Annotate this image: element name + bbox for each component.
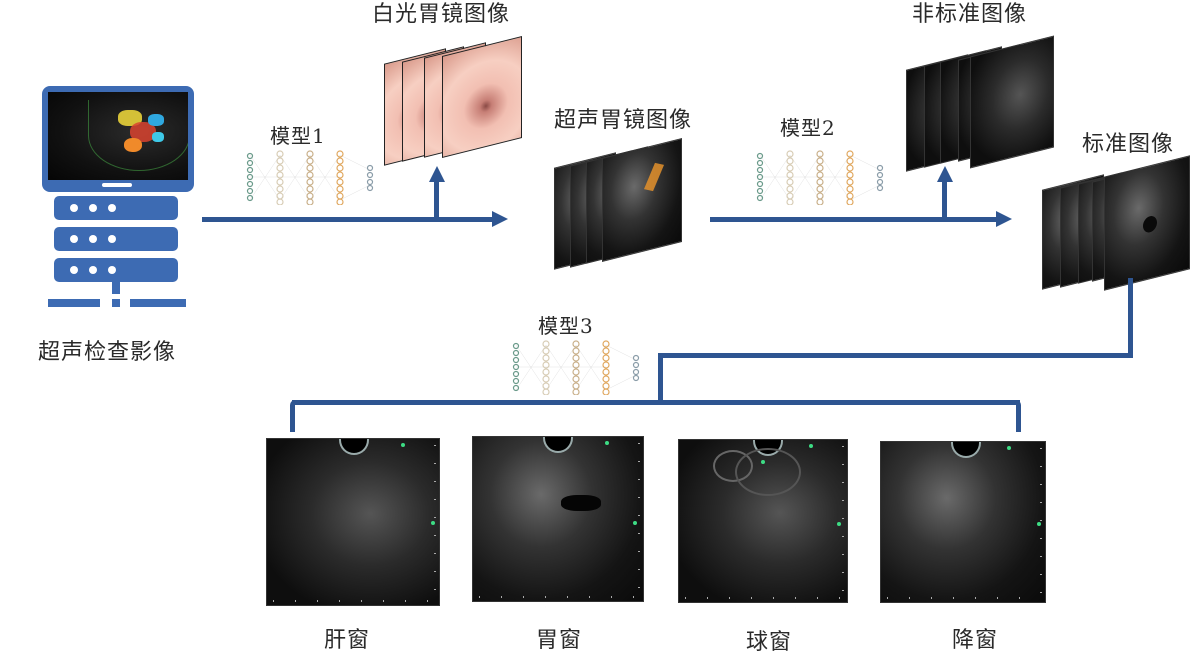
server-unit [54,196,178,220]
marker-dot [809,444,813,448]
flow-arrow-1 [202,217,494,222]
ultrasound-image [1104,155,1190,291]
eus-label: 超声胃镜图像 [554,108,693,133]
window-label-bulb: 球窗 [746,630,793,655]
arrowhead-right [492,211,508,227]
marker-dot [1037,522,1041,526]
ultrasound-device [40,86,200,316]
scan-sector [88,100,188,171]
monitor-screen [48,92,188,180]
marker-dot [1007,446,1011,450]
arrowhead-right [996,211,1012,227]
arrowhead-up [937,166,953,182]
bulb-window-image [678,439,848,603]
marker-dot [401,443,405,447]
window-label-descending: 降窗 [952,628,999,653]
branch-up-1 [434,180,439,220]
probe-icon [543,437,573,453]
neural-network-icon [246,150,374,205]
bracket-bar [292,400,1020,405]
network-line [130,299,186,307]
standard-image-stack [1042,155,1194,291]
model-2-label: 模型2 [780,116,836,140]
marker-dot [633,521,637,525]
eus-image [602,138,682,262]
eus-image-stack [554,138,684,270]
lateral-scale [887,597,1039,599]
arrowhead-up [429,166,445,182]
window-label-liver: 肝窗 [324,628,371,653]
model-1-label: 模型1 [270,124,326,148]
lateral-scale [479,596,637,598]
white-light-image-stack [384,36,524,166]
liver-window-image [266,438,440,606]
endoscopy-image [442,36,522,158]
flow-connector-left [658,353,1133,358]
white-light-label: 白光胃镜图像 [372,2,511,27]
probe-icon [339,439,369,455]
neural-network-icon [512,340,640,395]
flow-connector-stem [658,353,663,403]
depth-scale [1040,448,1042,596]
server-unit [54,227,178,251]
marker-dot [431,521,435,525]
model-3-label: 模型3 [538,314,594,338]
flow-arrow-2 [710,217,998,222]
non-standard-label: 非标准图像 [912,2,1028,27]
descending-window-image [880,441,1046,603]
lateral-scale [273,600,433,602]
probe-icon [951,442,981,458]
bracket-right-end [1016,400,1021,432]
server-unit [54,258,178,282]
neural-network-icon [756,150,884,205]
depth-scale [842,446,844,596]
source-label: 超声检查影像 [38,340,177,365]
flow-connector-down [1128,278,1133,358]
doppler-flow [643,162,665,192]
depth-scale [638,443,640,595]
depth-scale [434,445,436,599]
anatomy-cavity [1143,214,1157,234]
marker-dot [605,441,609,445]
ultrasound-image [970,35,1054,169]
network-line [48,299,100,307]
stomach-window-image [472,436,644,602]
lateral-scale [685,597,841,599]
network-link [112,282,120,294]
monitor-stand [102,183,132,187]
marker-dot [837,522,841,526]
network-node [112,299,120,307]
anatomy-ring [735,448,801,496]
bracket-left-end [290,400,295,432]
window-label-stomach: 胃窗 [536,628,583,653]
marker-dot [761,460,765,464]
standard-label: 标准图像 [1082,132,1175,157]
non-standard-image-stack [906,35,1056,172]
anatomy-cavity [561,495,601,511]
branch-up-2 [942,180,947,220]
